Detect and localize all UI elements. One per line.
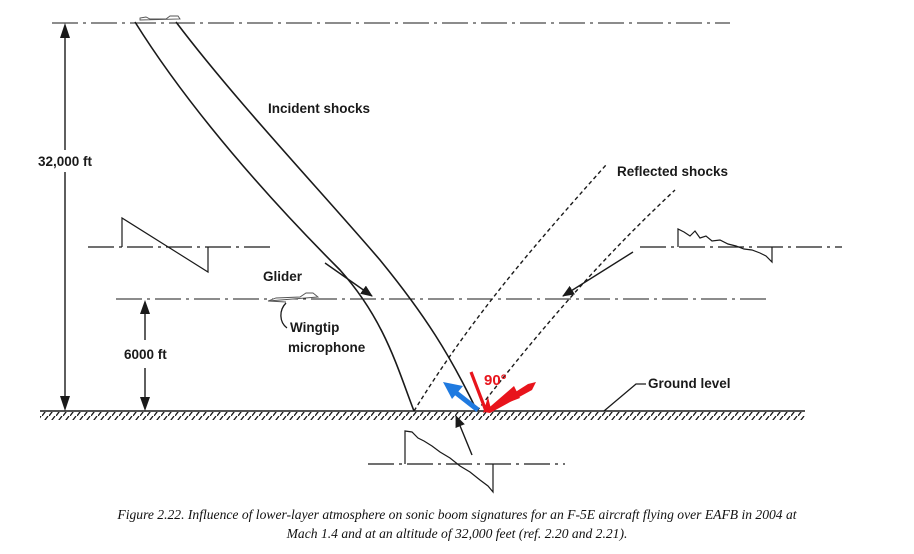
incident-shock-rear (175, 21, 478, 412)
glider-label: Glider (263, 269, 303, 284)
figure-caption: Figure 2.22. Influence of lower-layer at… (0, 505, 914, 543)
blue-arrow (443, 382, 480, 412)
incident-shock-front (134, 21, 415, 412)
incident-shocks-label: Incident shocks (268, 101, 370, 116)
altitude-dimension-arrow (60, 23, 70, 411)
glider-altitude-label: 6000 ft (124, 347, 167, 362)
wingtip-label-line1: Wingtip (290, 320, 339, 335)
glider-icon (267, 292, 320, 303)
wingtip-label-line2: microphone (288, 340, 366, 355)
ground-signature (368, 430, 565, 494)
altitude-label: 32,000 ft (38, 154, 93, 169)
glider-altitude-dimension-arrow (140, 300, 150, 411)
ground-hatching (40, 412, 805, 420)
ground-level-label: Ground level (648, 376, 731, 391)
incident-pointer-arrow (324, 262, 373, 297)
caption-line-2: Mach 1.4 and at an altitude of 32,000 fe… (286, 526, 628, 541)
reflected-shock-rear (476, 189, 676, 412)
angle-label: 90° (484, 372, 507, 389)
ground-pointer-arrow (455, 415, 473, 456)
reflected-pointer-arrow (562, 251, 634, 297)
wingtip-leader (280, 302, 288, 329)
ground-leader (603, 383, 646, 412)
right-signature (640, 228, 842, 264)
reflected-shocks-label: Reflected shocks (617, 164, 728, 179)
reflected-shock-front (413, 164, 607, 412)
left-signature (88, 216, 270, 274)
caption-line-1: Figure 2.22. Influence of lower-layer at… (117, 507, 797, 522)
aircraft-icon (139, 15, 181, 21)
red-arrow-right (484, 382, 536, 413)
